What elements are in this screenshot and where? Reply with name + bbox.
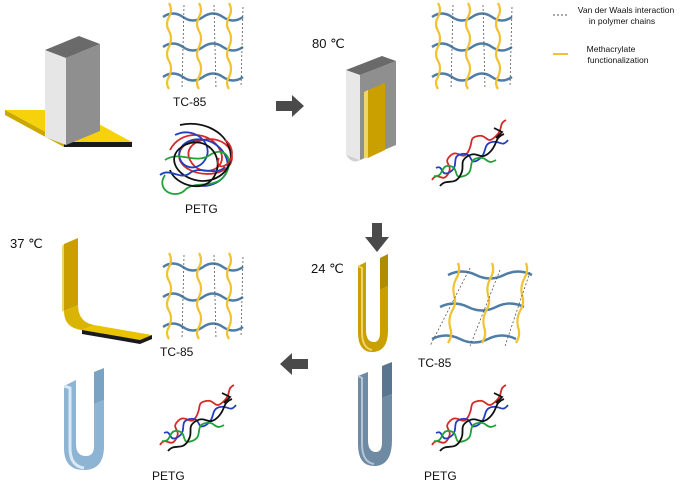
tc85-l-bend bbox=[64, 305, 94, 330]
petg-coil-cooled bbox=[431, 384, 509, 452]
arrow-right bbox=[276, 95, 304, 117]
petg-label-1: PETG bbox=[185, 202, 218, 216]
arrow-down bbox=[365, 223, 389, 252]
petg-coil-tangled bbox=[159, 122, 233, 195]
petg-coil-heated bbox=[431, 119, 509, 187]
tc85-network-recovered bbox=[161, 251, 245, 341]
petg-label-3: PETG bbox=[424, 469, 457, 483]
vdw-legend-line2: in polymer chains bbox=[589, 16, 655, 26]
vdw-legend-line1: Van der Waals interaction bbox=[578, 5, 675, 15]
methacrylate-legend-line1: Methacrylate bbox=[587, 44, 636, 54]
arrow-left bbox=[280, 353, 308, 375]
temp-label-80: 80 ℃ bbox=[312, 36, 345, 51]
petg-block-top bbox=[45, 36, 100, 58]
panel-heated: 80 ℃ bbox=[312, 1, 514, 187]
methacrylate-legend-line2: functionalization bbox=[588, 55, 649, 65]
tc85-label-4: TC-85 bbox=[160, 345, 194, 359]
tc85-u-shape bbox=[358, 262, 388, 352]
panel-recovered: 37 ℃ TC-85 PETG bbox=[10, 236, 245, 483]
tc85-network-heated bbox=[430, 1, 514, 91]
tc85-label-3: TC-85 bbox=[418, 356, 452, 370]
heated-block-top bbox=[346, 56, 396, 75]
tc85-network-initial bbox=[161, 1, 245, 91]
petg-coil-recovered bbox=[159, 384, 237, 452]
petg-label-4: PETG bbox=[152, 469, 185, 483]
petg-block-left bbox=[45, 50, 66, 145]
tc85-network-cooled bbox=[430, 261, 534, 345]
petg-block-front bbox=[66, 44, 100, 145]
temp-label-37: 37 ℃ bbox=[10, 236, 43, 251]
tc85-l-horizontal bbox=[82, 325, 152, 340]
temp-label-24: 24 ℃ bbox=[311, 261, 344, 276]
petg-u-cooled bbox=[358, 372, 392, 466]
petg-u-recovered bbox=[64, 380, 104, 470]
tc85-flat-sheet-edge bbox=[64, 142, 132, 147]
tc85-label-1: TC-85 bbox=[173, 95, 207, 109]
legend: Van der Waals interaction in polymer cha… bbox=[553, 5, 674, 65]
tc85-wrapped-sheet bbox=[368, 83, 385, 158]
tc85-l-vertical bbox=[64, 238, 78, 311]
panel-initial: TC-85 PETG bbox=[5, 1, 245, 216]
panel-cooled: 24 ℃ TC-85 PETG bbox=[311, 254, 534, 483]
